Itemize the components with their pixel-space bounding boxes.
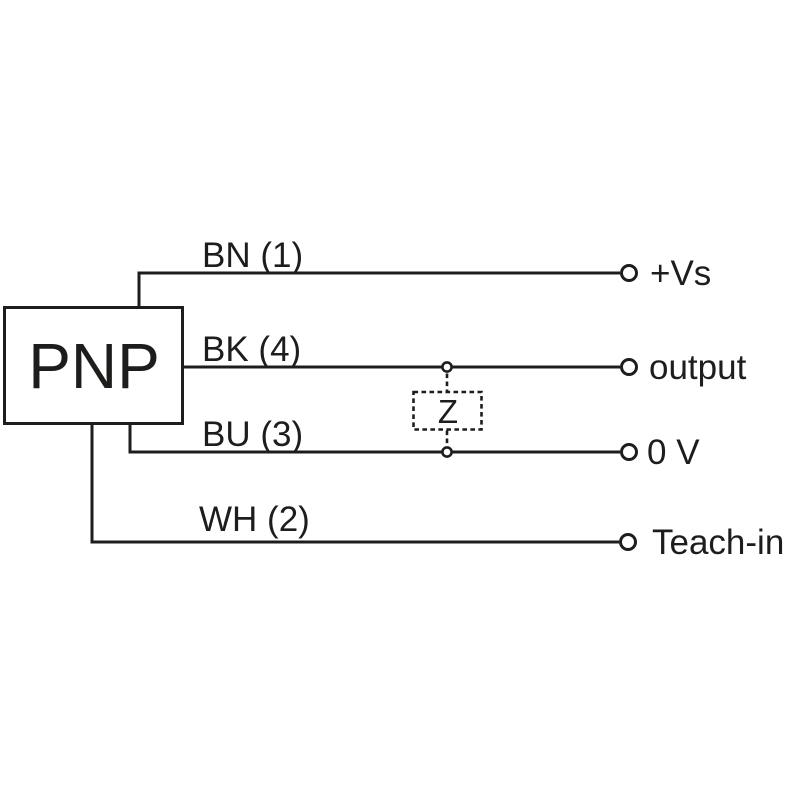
wire-bn-line bbox=[137, 271, 620, 306]
wire-bk-label: BK (4) bbox=[202, 330, 301, 369]
wire-bk: BK (4) output bbox=[184, 330, 747, 387]
wire-wh: WH (2) Teach-in bbox=[90, 425, 784, 562]
junction-0v-circle bbox=[441, 446, 453, 458]
wire-bu-line bbox=[128, 425, 620, 454]
wire-bu: BU (3) 0 V bbox=[128, 415, 700, 472]
terminal-0v-circle bbox=[620, 443, 638, 461]
wire-bn: BN (1) +Vs bbox=[137, 236, 711, 306]
terminal-output-circle bbox=[620, 358, 638, 376]
terminal-vs-circle bbox=[620, 264, 638, 282]
wire-wh-line bbox=[90, 425, 619, 544]
device-box: PNP bbox=[3, 306, 184, 425]
wire-wh-label: WH (2) bbox=[199, 500, 310, 539]
junction-output-circle bbox=[441, 361, 453, 373]
device-box-outline bbox=[3, 306, 184, 425]
terminal-vs-label: +Vs bbox=[650, 254, 711, 293]
terminal-teachin-circle bbox=[619, 533, 637, 551]
device-label: PNP bbox=[28, 330, 160, 402]
terminal-0v-label: 0 V bbox=[647, 433, 700, 472]
terminal-output-label: output bbox=[649, 348, 747, 387]
load-label: Z bbox=[438, 393, 458, 430]
wire-bu-label: BU (3) bbox=[202, 415, 303, 454]
terminal-teachin-label: Teach-in bbox=[652, 523, 784, 562]
wire-bn-label: BN (1) bbox=[202, 236, 303, 275]
load-box-outline bbox=[412, 390, 483, 431]
load-impedance: Z bbox=[412, 373, 483, 447]
